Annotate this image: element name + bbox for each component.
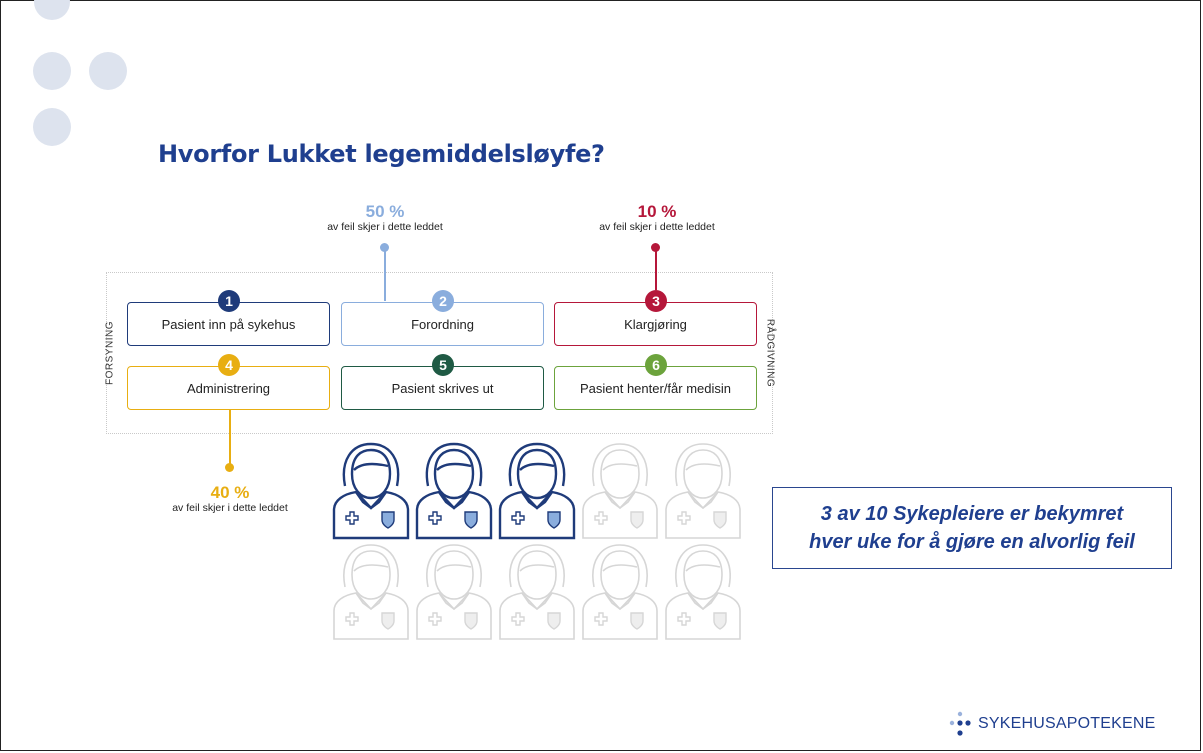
- step-6-number: 6: [645, 354, 667, 376]
- nurse-icon-faded: [582, 443, 658, 539]
- nurse-icon-highlighted: [415, 442, 493, 540]
- nurse-icon-faded: [665, 544, 741, 640]
- decorative-circle: [33, 108, 71, 146]
- step-label: Pasient skrives ut: [391, 380, 494, 396]
- decorative-circle: [89, 52, 127, 90]
- step-label: Administrering: [186, 380, 271, 396]
- decorative-circle: [33, 52, 71, 90]
- stat-klargjoring: 10 % av feil skjer i dette leddet: [572, 203, 742, 234]
- nurse-icon-faded: [333, 544, 409, 640]
- step-label: Pasient henter/får medisin: [579, 380, 732, 396]
- connector-dot: [225, 463, 234, 472]
- connector-line: [654, 248, 657, 290]
- stat-text: av feil skjer i dette leddet: [172, 502, 288, 514]
- callout-box: 3 av 10 Sykepleiere er bekymret hver uke…: [772, 487, 1172, 569]
- slide-title: Hvorfor Lukket legemiddelsløyfe?: [158, 140, 605, 168]
- stat-value: 50 %: [365, 202, 405, 221]
- nurse-icon-faded: [499, 544, 575, 640]
- logo-dots-icon: [949, 711, 971, 736]
- connector-line: [228, 410, 231, 466]
- logo-text: SYKEHUSAPOTEKENE: [978, 715, 1156, 732]
- step-label: Forordning: [411, 316, 474, 332]
- loop-area: [106, 272, 773, 434]
- callout-line-1: 3 av 10 Sykepleiere er bekymret: [820, 503, 1124, 525]
- nurse-icon-highlighted: [498, 442, 576, 540]
- nurse-icon-faded: [582, 544, 658, 640]
- stat-value: 40 %: [210, 483, 250, 502]
- stat-text: av feil skjer i dette leddet: [599, 221, 715, 233]
- step-4-number: 4: [218, 354, 240, 376]
- step-5-number: 5: [432, 354, 454, 376]
- step-label: Pasient inn på sykehus: [161, 316, 296, 332]
- brand-logo: SYKEHUSAPOTEKENE: [948, 710, 1155, 738]
- nurse-icon-highlighted: [332, 442, 410, 540]
- stat-text: av feil skjer i dette leddet: [327, 221, 443, 233]
- step-3-number: 3: [645, 290, 667, 312]
- step-6-box: Pasient henter/får medisin: [554, 366, 757, 410]
- side-label-forsyning: FORSYNING: [104, 321, 116, 385]
- connector-line: [383, 248, 386, 301]
- step-label: Klargjøring: [624, 316, 687, 332]
- step-1-number: 1: [218, 290, 240, 312]
- stat-value: 10 %: [637, 202, 677, 221]
- nurse-icon-faded: [416, 544, 492, 640]
- step-2-number: 2: [432, 290, 454, 312]
- connector-dot: [651, 243, 660, 252]
- side-label-radgivning: RÅDGIVNING: [764, 318, 776, 388]
- stat-administrering: 40 % av feil skjer i dette leddet: [145, 484, 315, 515]
- connector-dot: [380, 243, 389, 252]
- nurse-icon-faded: [665, 443, 741, 539]
- stat-forordning: 50 % av feil skjer i dette leddet: [300, 203, 470, 234]
- decorative-circle: [34, 0, 70, 20]
- callout-line-2: hver uke for å gjøre en alvorlig feil: [809, 531, 1135, 553]
